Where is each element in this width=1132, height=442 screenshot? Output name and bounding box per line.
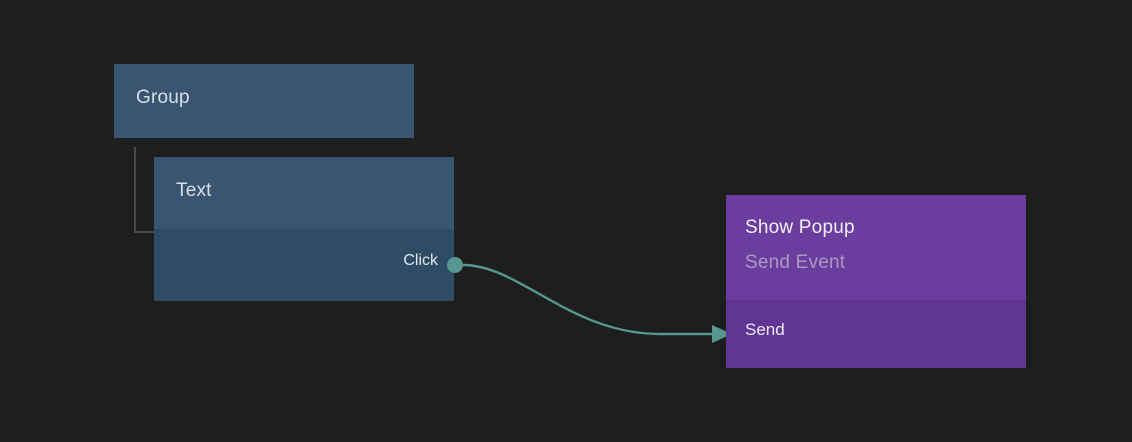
node-show-popup-input-port-label: Send xyxy=(745,320,785,339)
node-text-body[interactable] xyxy=(154,229,454,301)
node-group-header[interactable] xyxy=(114,64,414,138)
edge-click-to-send xyxy=(462,263,712,336)
node-show-popup-body[interactable] xyxy=(726,300,1026,368)
node-text[interactable]: Text Click xyxy=(154,157,454,301)
node-text-title: Text xyxy=(176,180,212,201)
node-show-popup[interactable]: Show Popup Send Event Send xyxy=(726,195,1026,368)
tree-hierarchy-connector xyxy=(134,147,156,233)
node-show-popup-title: Show Popup xyxy=(745,217,855,238)
node-group-title: Group xyxy=(136,87,190,108)
output-port-click-icon[interactable] xyxy=(447,257,463,273)
node-show-popup-subtitle: Send Event xyxy=(745,252,846,273)
node-group[interactable]: Group xyxy=(114,64,414,138)
node-show-popup-header[interactable] xyxy=(726,195,1026,300)
node-text-header[interactable] xyxy=(154,157,454,229)
node-text-output-port-label: Click xyxy=(403,252,438,269)
